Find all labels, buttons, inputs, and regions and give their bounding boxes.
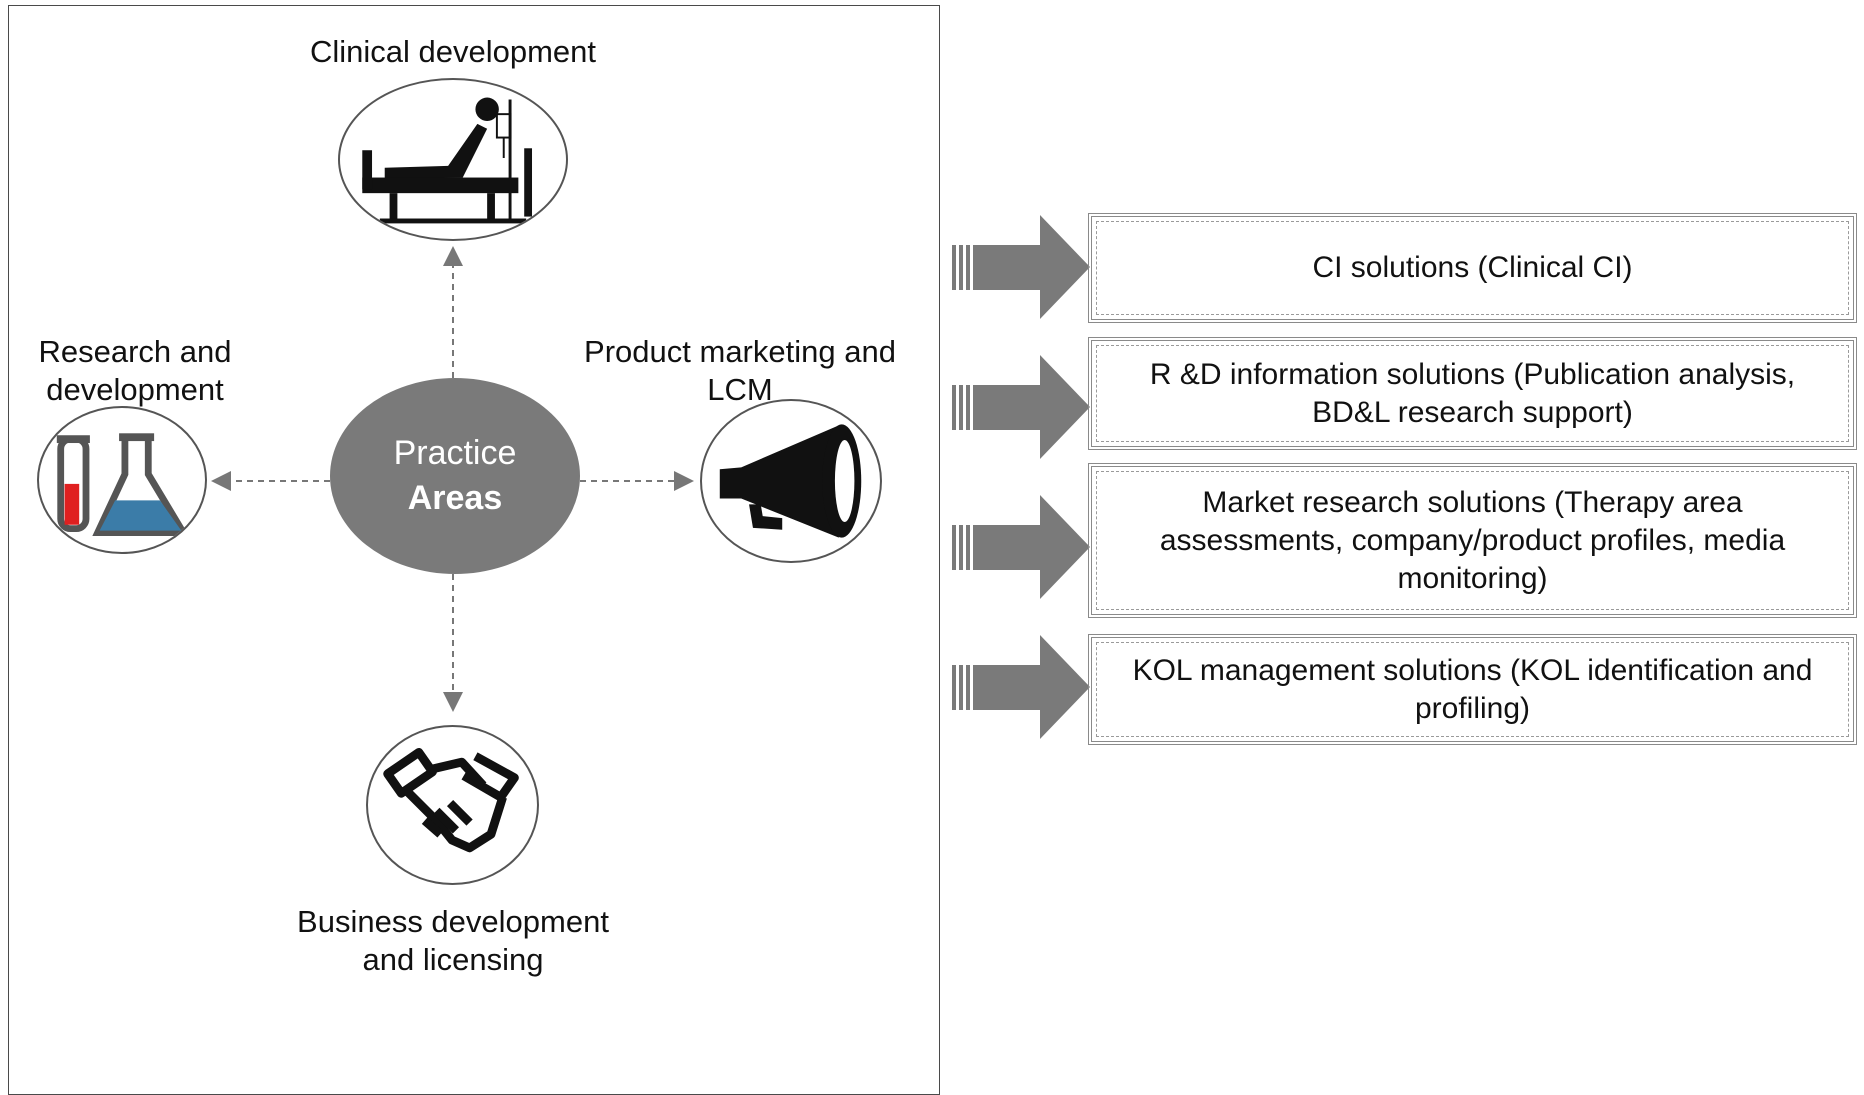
solution-box-market-research: Market research solutions (Therapy area … — [1088, 463, 1857, 618]
handshake-icon — [366, 725, 539, 885]
arrow-1 — [952, 215, 1090, 319]
hub-line-2: Areas — [407, 479, 503, 517]
solution-text: R &D information solutions (Publication … — [1149, 357, 1796, 429]
solution-text: KOL management solutions (KOL identifica… — [1132, 653, 1813, 725]
practice-areas-hub: Practice Areas — [330, 378, 580, 574]
arrow-3 — [952, 495, 1090, 599]
hospital-bed-icon — [338, 78, 568, 241]
solution-box-kol: KOL management solutions (KOL identifica… — [1088, 634, 1857, 745]
arrow-2 — [952, 355, 1090, 459]
solution-text: Market research solutions (Therapy area … — [1159, 485, 1786, 595]
business-development-label: Business development and licensing — [297, 904, 609, 977]
solution-box-ci: CI solutions (Clinical CI) — [1088, 213, 1857, 323]
solution-box-rd: R &D information solutions (Publication … — [1088, 337, 1857, 450]
clinical-development-label: Clinical development — [309, 34, 597, 69]
hub-line-1: Practice — [393, 434, 517, 472]
megaphone-icon — [700, 399, 882, 563]
solution-text: CI solutions (Clinical CI) — [1312, 251, 1633, 284]
product-marketing-label: Product marketing and LCM — [584, 334, 896, 407]
flask-icon — [37, 406, 207, 554]
research-development-label: Research and development — [38, 334, 232, 407]
arrow-4 — [952, 635, 1090, 739]
